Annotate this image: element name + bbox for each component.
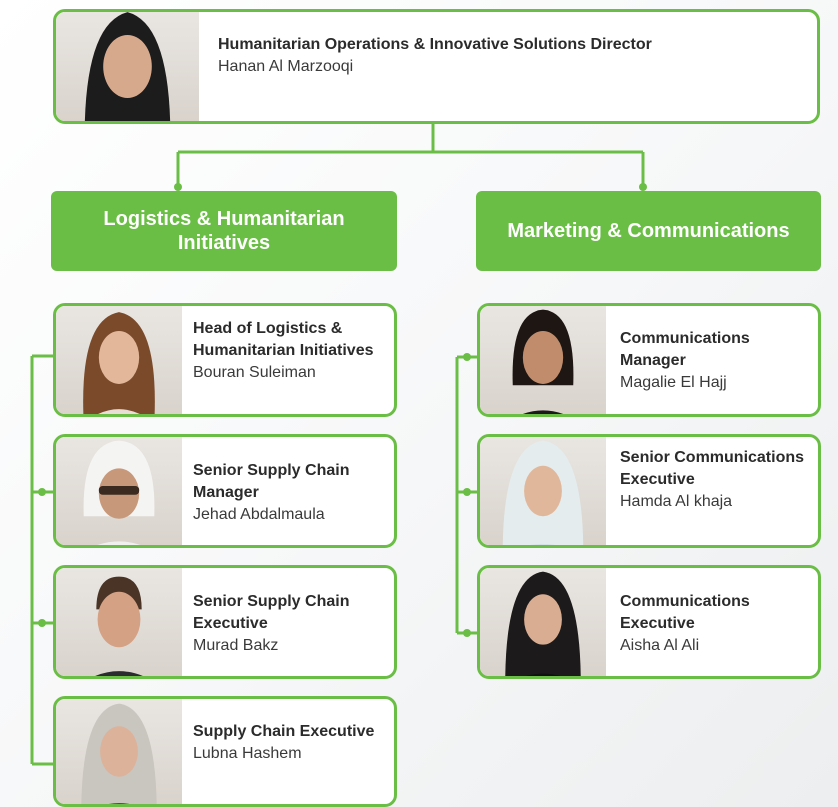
logistics-card-1: Head of Logistics & Humanitarian Initiat… xyxy=(53,303,397,417)
communications-card-3: Communications Executive Aisha Al Ali xyxy=(477,565,821,679)
member-name: Aisha Al Ali xyxy=(620,637,700,654)
person-photo xyxy=(480,437,606,545)
member-role: Head of Logistics & Humanitarian Initiat… xyxy=(193,320,374,359)
department-logistics: Logistics & Humanitarian Initiatives xyxy=(51,191,397,271)
member-role: Senior Supply Chain Manager xyxy=(193,462,350,501)
person-photo xyxy=(56,699,182,804)
department-communications: Marketing & Communications xyxy=(476,191,821,271)
connector-dot xyxy=(38,619,46,627)
director-role: Humanitarian Operations & Innovative Sol… xyxy=(218,36,652,53)
logistics-card-4: Supply Chain Executive Lubna Hashem xyxy=(53,696,397,807)
member-role: Supply Chain Executive xyxy=(193,723,375,740)
connector-dot xyxy=(463,353,471,361)
member-name: Jehad Abdalmaula xyxy=(193,506,325,523)
member-name: Bouran Suleiman xyxy=(193,364,316,381)
logistics-card-2: Senior Supply Chain Manager Jehad Abdalm… xyxy=(53,434,397,548)
logistics-card-3: Senior Supply Chain Executive Murad Bakz xyxy=(53,565,397,679)
member-role: Senior Communications Executive xyxy=(620,449,805,488)
member-name: Murad Bakz xyxy=(193,637,279,654)
connector-dot xyxy=(463,488,471,496)
member-name: Magalie El Hajj xyxy=(620,374,727,391)
person-photo xyxy=(480,568,606,676)
connector-dot xyxy=(639,183,647,191)
person-photo xyxy=(56,568,182,676)
member-role: Senior Supply Chain Executive xyxy=(193,593,350,632)
connector-dot xyxy=(174,183,182,191)
person-photo xyxy=(56,437,182,545)
person-photo xyxy=(480,306,606,414)
member-role: Communications Manager xyxy=(620,330,750,369)
communications-card-1: Communications Manager Magalie El Hajj xyxy=(477,303,821,417)
member-name: Lubna Hashem xyxy=(193,745,302,762)
connector-dot xyxy=(38,488,46,496)
director-photo xyxy=(56,12,199,121)
director-name: Hanan Al Marzooqi xyxy=(218,58,354,75)
communications-card-2: Senior Communications Executive Hamda Al… xyxy=(477,434,821,548)
director-card: Humanitarian Operations & Innovative Sol… xyxy=(53,9,820,124)
person-photo xyxy=(56,306,182,414)
member-name: Hamda Al khaja xyxy=(620,493,733,510)
connector-dot xyxy=(463,629,471,637)
member-role: Communications Executive xyxy=(620,593,750,632)
